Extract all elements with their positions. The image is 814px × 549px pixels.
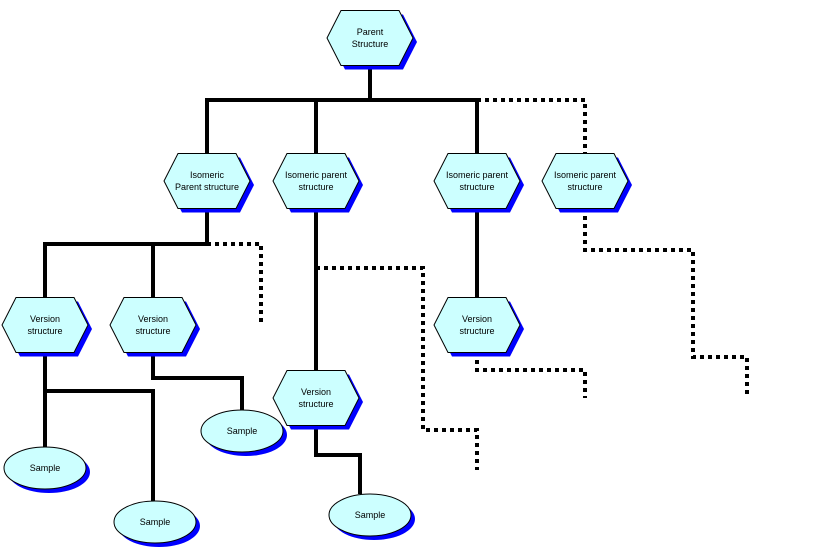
node-label: Sample — [355, 510, 386, 520]
node-label: structure — [459, 182, 494, 192]
connector-iso1-open-dotted — [207, 242, 263, 325]
node-ver3: Version structure — [272, 370, 363, 430]
hexagon-shape — [1, 297, 89, 353]
node-sample4: Sample — [328, 493, 415, 540]
connector-iso4-open-dotted — [583, 208, 749, 398]
hexagon-shape — [272, 370, 360, 426]
hexagon-shape — [109, 297, 197, 353]
connectors — [43, 66, 749, 501]
node-label: Isomeric parent — [285, 170, 348, 180]
ellipse-shape — [328, 493, 412, 537]
node-label: Isomeric — [190, 170, 225, 180]
ellipse-shape — [200, 409, 284, 453]
node-label: Sample — [30, 463, 61, 473]
connector-parent-to-iso3 — [370, 98, 479, 154]
hexagon-shape — [272, 153, 360, 209]
node-ver4: Version structure — [433, 297, 524, 357]
node-label: structure — [135, 326, 170, 336]
node-iso3: Isomeric parent structure — [433, 153, 524, 213]
node-ver2: Version structure — [109, 297, 200, 357]
node-sample3: Sample — [200, 409, 287, 456]
node-label: Isomeric parent — [446, 170, 509, 180]
node-label: Version — [301, 387, 331, 397]
connector-ver4-open-dotted — [475, 352, 587, 398]
node-label: structure — [27, 326, 62, 336]
hexagon-shape — [433, 297, 521, 353]
connector-parent-to-iso4-dotted — [477, 98, 587, 154]
node-label: Version — [138, 314, 168, 324]
hexagon-shape — [326, 10, 414, 66]
connector-ver1-to-sample2 — [45, 389, 155, 501]
node-label: Isomeric parent — [554, 170, 617, 180]
ellipse-shape — [3, 446, 87, 490]
node-label: Sample — [227, 426, 258, 436]
node-sample1: Sample — [3, 446, 90, 493]
node-label: structure — [298, 182, 333, 192]
node-label: Sample — [140, 517, 171, 527]
node-label: structure — [567, 182, 602, 192]
node-label: Version — [462, 314, 492, 324]
node-iso2: Isomeric parent structure — [272, 153, 363, 213]
hexagon-shape — [163, 153, 251, 209]
node-label: structure — [459, 326, 494, 336]
node-sample2: Sample — [113, 500, 200, 547]
node-ver1: Version structure — [1, 297, 92, 357]
connector-parent-to-iso1 — [205, 66, 372, 154]
hexagon-shape — [433, 153, 521, 209]
connector-ver2-to-sample3 — [151, 352, 244, 410]
connector-iso2-open-dotted — [316, 266, 479, 470]
connector-iso1-to-ver1 — [43, 208, 209, 298]
node-label: structure — [298, 399, 333, 409]
connector-ver3-to-sample4 — [314, 425, 362, 494]
node-label: Parent structure — [175, 182, 239, 192]
ellipse-shape — [113, 500, 197, 544]
node-iso4: Isomeric parent structure — [541, 153, 632, 213]
node-label: Structure — [352, 39, 389, 49]
node-label: Parent — [357, 27, 384, 37]
hexagon-shape — [541, 153, 629, 209]
node-label: Version — [30, 314, 60, 324]
